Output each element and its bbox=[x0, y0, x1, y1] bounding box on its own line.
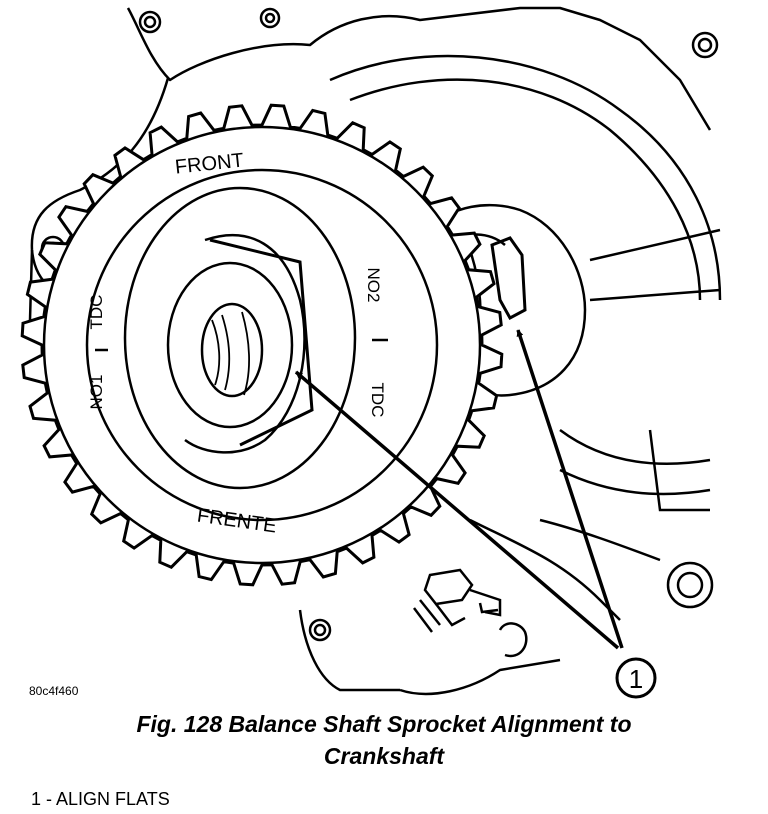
figure-caption: Fig. 128 Balance Shaft Sprocket Alignmen… bbox=[30, 708, 738, 772]
legend-item-text: ALIGN FLATS bbox=[56, 789, 170, 809]
label-tdc1: TDC bbox=[87, 295, 106, 330]
legend: 1 - ALIGN FLATS bbox=[31, 789, 170, 810]
caption-line-1: Fig. 128 Balance Shaft Sprocket Alignmen… bbox=[136, 711, 632, 737]
timing-backplate bbox=[329, 54, 722, 621]
arrow-to-crank-flat bbox=[516, 329, 624, 649]
leader-arrows bbox=[294, 329, 624, 650]
arrow-to-sprocket-flat bbox=[294, 370, 620, 650]
sprocket-rim bbox=[42, 125, 482, 565]
balance-shaft-sprocket bbox=[20, 103, 504, 587]
callout-number: 1 bbox=[629, 664, 643, 694]
stud-bolt bbox=[413, 568, 528, 658]
bore-outer bbox=[166, 261, 294, 429]
legend-separator: - bbox=[41, 789, 57, 809]
hub-outer bbox=[123, 186, 357, 490]
label-tdc2: TDC bbox=[368, 383, 387, 418]
callout-circle bbox=[615, 657, 657, 699]
caption-line-2: Crankshaft bbox=[323, 743, 445, 769]
hub-flat-face bbox=[184, 233, 306, 454]
engine-diagram: FRONT FRENTE NO1 TDC NO2 TDC 1 bbox=[20, 6, 722, 699]
label-no1: NO1 bbox=[87, 375, 106, 410]
callout-1: 1 bbox=[615, 657, 657, 699]
sprocket-face bbox=[85, 168, 439, 522]
legend-item-number: 1 bbox=[31, 789, 42, 809]
bore-inner bbox=[200, 302, 264, 398]
figure-id-code: 80c4f460 bbox=[29, 684, 79, 698]
label-no2: NO2 bbox=[364, 268, 383, 303]
